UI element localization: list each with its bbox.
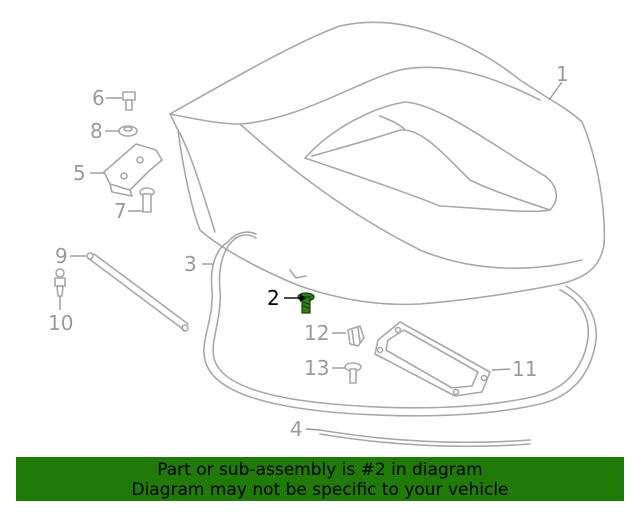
- callout-8[interactable]: 8: [90, 119, 103, 143]
- callout-12[interactable]: 12: [304, 321, 329, 345]
- weatherstrip[interactable]: [319, 429, 531, 448]
- leader-1: [548, 81, 563, 101]
- callout-3[interactable]: 3: [184, 252, 197, 276]
- callout-4[interactable]: 4: [290, 417, 303, 441]
- callout-7[interactable]: 7: [114, 199, 127, 223]
- access-panel[interactable]: [374, 321, 491, 397]
- screw-13[interactable]: [344, 362, 362, 384]
- callout-6[interactable]: 6: [92, 86, 105, 110]
- callout-9[interactable]: 9: [55, 244, 68, 268]
- banner-line-2: Diagram may not be specific to your vehi…: [131, 480, 509, 500]
- gas-strut[interactable]: [86, 252, 189, 332]
- callout-1[interactable]: 1: [556, 62, 569, 86]
- callout-11[interactable]: 11: [512, 357, 537, 381]
- callout-10[interactable]: 10: [48, 311, 73, 335]
- arrow-2: [300, 294, 306, 302]
- hinge[interactable]: [103, 143, 163, 197]
- hood-panel[interactable]: [169, 21, 606, 306]
- banner-line-1: Part or sub-assembly is #2 in diagram: [157, 460, 483, 480]
- hood-seal[interactable]: [203, 231, 597, 417]
- leader-4: [305, 428, 321, 431]
- callout-5[interactable]: 5: [73, 161, 86, 185]
- info-banner: Part or sub-assembly is #2 in diagram Di…: [16, 457, 624, 501]
- callout-13[interactable]: 13: [304, 356, 329, 380]
- ball-stud[interactable]: [54, 268, 66, 297]
- grommet[interactable]: [118, 125, 138, 137]
- clip[interactable]: [347, 325, 365, 347]
- bolt-7[interactable]: [139, 187, 155, 213]
- leader-11: [491, 368, 511, 371]
- callout-2[interactable]: 2: [267, 286, 280, 310]
- bolt-6[interactable]: [122, 91, 136, 111]
